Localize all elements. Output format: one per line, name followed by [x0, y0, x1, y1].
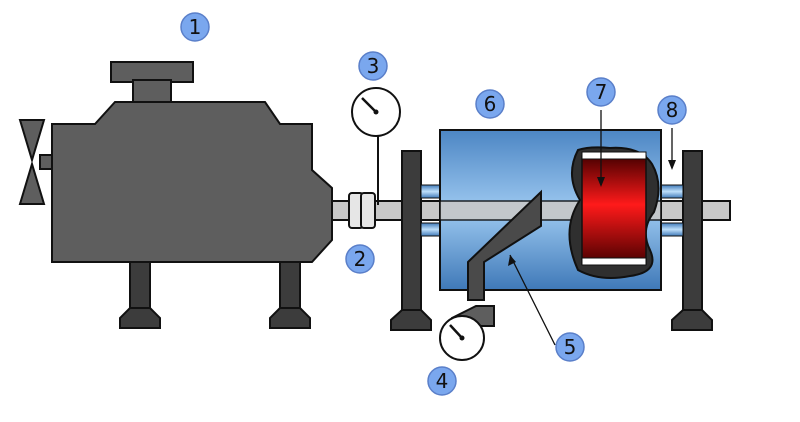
coupling-icon [348, 192, 376, 229]
motor-icon [18, 61, 333, 329]
right-bearing-stand [660, 150, 713, 331]
load-gauge-icon [439, 315, 485, 361]
rotor-icon [568, 146, 660, 279]
callout-4: 4 [427, 366, 457, 396]
callout-1: 1 [180, 12, 210, 42]
svg-text:3: 3 [367, 54, 380, 78]
svg-text:1: 1 [189, 15, 202, 39]
callout-3: 3 [358, 51, 388, 81]
svg-text:4: 4 [436, 369, 449, 393]
left-bearing-stand [390, 150, 442, 331]
callout-5: 5 [555, 332, 585, 362]
svg-text:2: 2 [354, 247, 367, 271]
svg-text:8: 8 [666, 98, 679, 122]
callout-2: 2 [345, 244, 375, 274]
svg-text:6: 6 [484, 92, 497, 116]
svg-text:7: 7 [595, 80, 608, 104]
leader-line-5 [509, 254, 556, 346]
callout-6: 6 [475, 89, 505, 119]
callout-8: 8 [657, 95, 687, 125]
svg-text:5: 5 [564, 335, 577, 359]
gauge-icon [351, 87, 401, 205]
callout-7: 7 [586, 77, 616, 107]
